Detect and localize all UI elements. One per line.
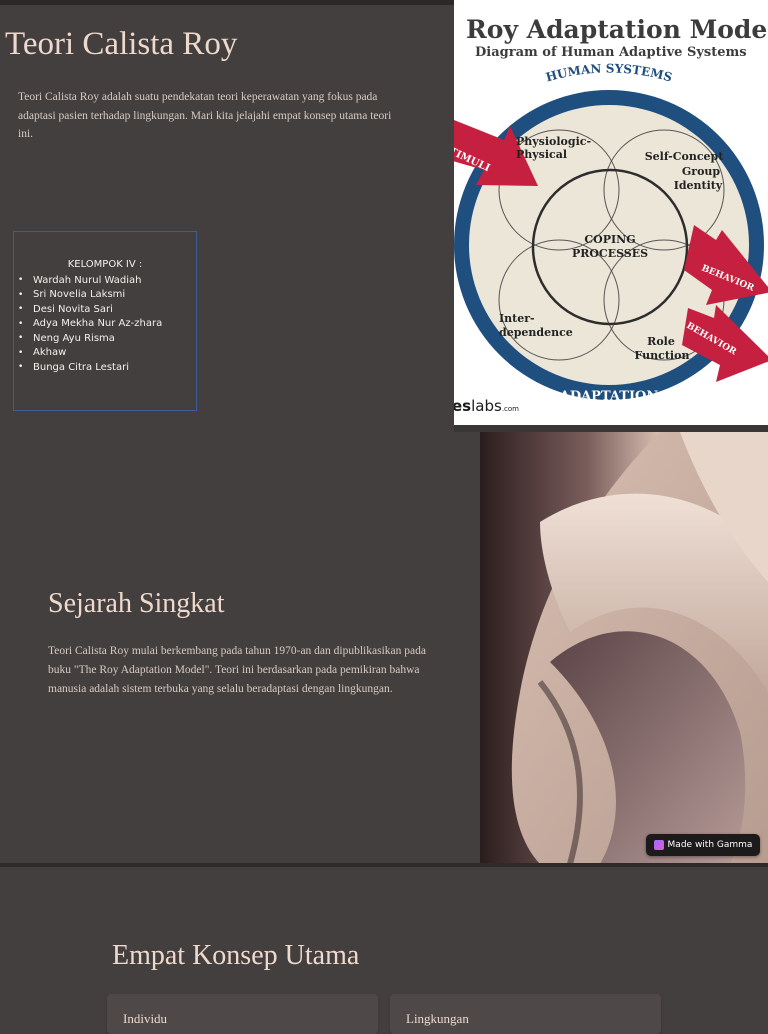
card-label: Lingkungan <box>406 1011 469 1026</box>
mode-label: Self-Concept <box>645 150 725 163</box>
section-title: Empat Konsep Utama <box>112 940 360 971</box>
mode-circle-physiologic <box>498 129 620 251</box>
mode-label: Physiologic- <box>516 135 591 148</box>
made-with-gamma-badge[interactable]: Made with Gamma <box>646 834 760 856</box>
mode-label: Inter- <box>499 312 535 325</box>
inner-disc <box>469 105 749 385</box>
coping-circle <box>531 168 689 326</box>
list-item: •Adya Mekha Nur Az-zhara <box>18 318 163 330</box>
section-title: Sejarah Singkat <box>48 588 225 619</box>
mode-label: dependence <box>499 326 573 339</box>
mode-label: Group <box>682 165 721 178</box>
abstract-art-image <box>480 432 768 864</box>
top-edge <box>0 0 454 5</box>
card-label: Individu <box>123 1011 168 1026</box>
page-title: Teori Calista Roy <box>5 26 238 62</box>
members-list: •Wardah Nurul Wadiah •Sri Novelia Laksmi… <box>14 273 196 375</box>
mode-label: Physical <box>516 148 567 161</box>
gamma-logo-icon <box>653 840 664 850</box>
group-members-box: KELOMPOK IV : •Wardah Nurul Wadiah •Sri … <box>13 231 197 411</box>
mode-circle-self <box>603 129 725 251</box>
roy-adaptation-diagram: Roy Adaptation Model Diagram of Human Ad… <box>454 0 768 432</box>
center-label: PROCESSES <box>572 247 648 260</box>
list-item: •Akhaw <box>18 347 67 359</box>
group-title: KELOMPOK IV : <box>67 259 143 270</box>
mode-label: Function <box>635 349 690 362</box>
center-label: COPING <box>584 233 635 246</box>
mode-label: Identity <box>674 179 723 192</box>
diagram-subtitle: Diagram of Human Adaptive Systems <box>475 45 747 60</box>
diagram-logo: eslabs.com <box>454 397 519 415</box>
behavior-arrow-2 <box>682 305 768 382</box>
mode-circle-inter <box>498 239 620 361</box>
mode-label: Role <box>647 335 675 348</box>
slide-divider <box>0 863 768 867</box>
stimuli-arrow <box>454 120 538 186</box>
list-item: •Neng Ayu Risma <box>18 332 115 344</box>
diagram-title: Roy Adaptation Model <box>466 15 768 44</box>
adaptation-label: ADAPTATION <box>559 389 659 404</box>
list-item: •Wardah Nurul Wadiah <box>18 274 142 286</box>
history-paragraph: Teori Calista Roy mulai berkembang pada … <box>48 645 426 695</box>
list-item: •Sri Novelia Laksmi <box>18 289 126 301</box>
badge-label: Made with Gamma <box>667 840 753 850</box>
list-item: •Desi Novita Sari <box>18 303 113 315</box>
concept-card: Lingkungan <box>390 994 661 1034</box>
list-item: •Bunga Citra Lestari <box>18 361 129 373</box>
behavior-arrow-1 <box>684 225 768 305</box>
intro-paragraph: Teori Calista Roy adalah suatu pendekata… <box>18 91 392 140</box>
concept-card: Individu <box>107 994 378 1034</box>
